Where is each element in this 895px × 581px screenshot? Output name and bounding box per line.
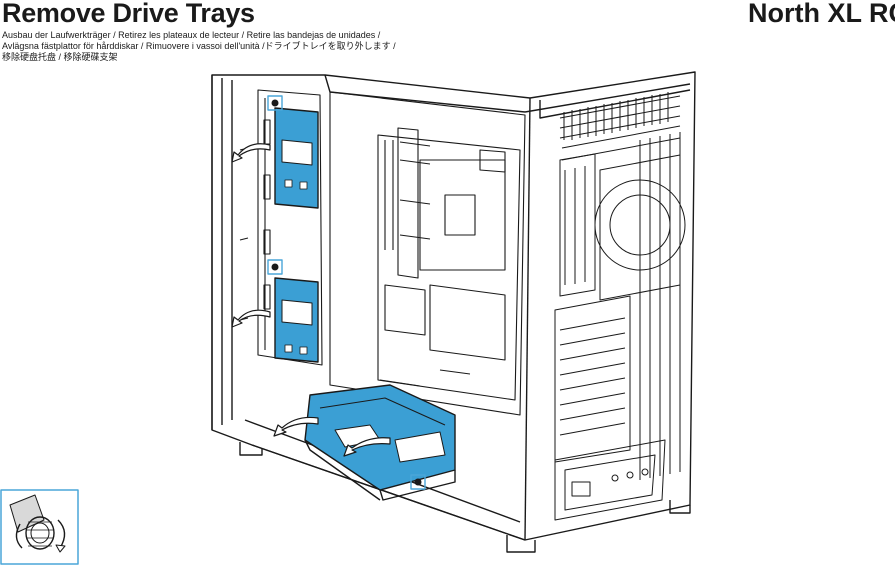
thumbscrew-icon bbox=[271, 99, 422, 486]
subtitle-line: Avlägsna fästplattor för hårddiskar / Ri… bbox=[2, 41, 396, 51]
motherboard-tray bbox=[329, 91, 526, 416]
subtitle-line: 移除硬盘托盘 / 移除硬碟支架 bbox=[2, 52, 118, 62]
drive-tray-upper bbox=[274, 107, 319, 209]
removal-arrows bbox=[231, 143, 391, 457]
drive-tray-lower bbox=[274, 277, 319, 363]
page-title: Remove Drive Trays bbox=[2, 0, 255, 28]
front-vent-grille bbox=[559, 92, 686, 480]
subtitle-line: Ausbau der Laufwerkträger / Retirez les … bbox=[2, 30, 381, 40]
screw-callouts bbox=[267, 95, 426, 490]
rear-io-area bbox=[554, 153, 666, 521]
product-name: North XL RC bbox=[748, 0, 895, 28]
thumbscrew-detail-callout bbox=[0, 489, 79, 565]
rotate-arrow-icon bbox=[15, 519, 66, 553]
translated-subtitles: Ausbau der Laufwerkträger / Retirez les … bbox=[2, 30, 396, 63]
